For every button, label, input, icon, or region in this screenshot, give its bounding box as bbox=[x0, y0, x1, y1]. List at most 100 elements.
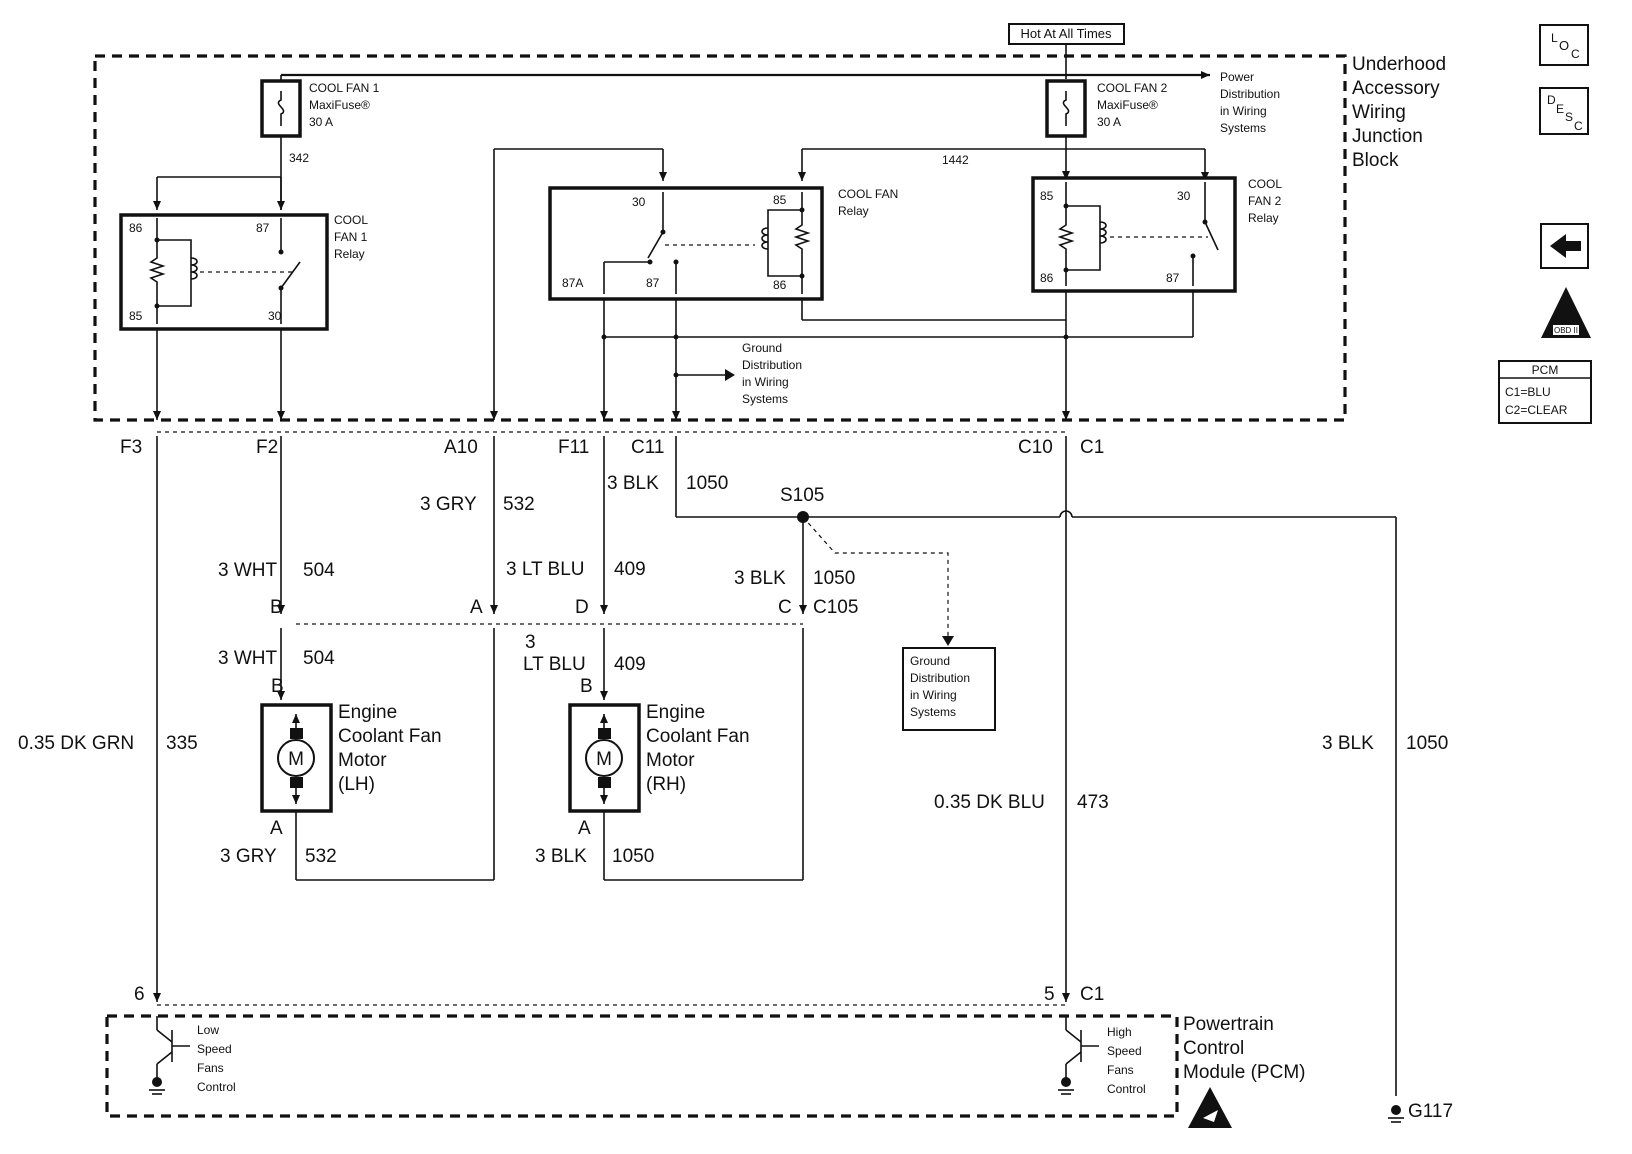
motor-lh-symbol-circle bbox=[277, 739, 315, 777]
svg-text:L: L bbox=[1551, 31, 1558, 45]
c105-pin-b: B bbox=[270, 597, 283, 618]
wire-gry-lower-circuit: 532 bbox=[305, 846, 337, 867]
relay-2-pin-30: 30 bbox=[1177, 189, 1191, 203]
pcm-key-c1: C1=BLU bbox=[1505, 385, 1551, 399]
wire-wht-upper-circuit: 504 bbox=[303, 560, 335, 581]
pin-f3: F3 bbox=[120, 437, 142, 458]
wire-gry-upper-color: 3 GRY bbox=[420, 494, 477, 515]
relay-2-pin-87: 87 bbox=[1166, 271, 1180, 285]
motor-lh-pin-b: B bbox=[271, 676, 284, 697]
wire-wht-lower-color: 3 WHT bbox=[218, 648, 278, 669]
relay-1-pin-86: 86 bbox=[129, 221, 143, 235]
wire-blk-s105-circuit: 1050 bbox=[813, 568, 855, 589]
wire-blk-ground-circuit: 1050 bbox=[1406, 733, 1448, 754]
motor-lh-label: Engine Coolant Fan Motor (LH) bbox=[338, 702, 447, 795]
splice-s105-label: S105 bbox=[780, 485, 824, 506]
ground-distribution-label-lower: Ground Distribution in Wiring Systems bbox=[910, 654, 973, 719]
cool-fan-2-relay-label: COOL FAN 2 Relay bbox=[1248, 177, 1285, 225]
relay-2-pin-85: 85 bbox=[1040, 189, 1054, 203]
relay-pin-86: 86 bbox=[773, 278, 787, 292]
motor-lh-symbol: M bbox=[288, 749, 304, 770]
cool-fan-1-maxifuse bbox=[260, 79, 302, 138]
c105-label: C105 bbox=[813, 597, 858, 618]
pin-c11: C11 bbox=[631, 437, 664, 458]
back-arrow-icon[interactable] bbox=[1540, 223, 1589, 269]
relay-pin-87: 87 bbox=[646, 276, 660, 290]
ground-g117-label: G117 bbox=[1408, 1101, 1453, 1122]
esd-warning-icon bbox=[1188, 1087, 1232, 1128]
obd-ii-icon: OBD II bbox=[1541, 287, 1591, 338]
junction-block-label: Underhood Accessory Wiring Junction Bloc… bbox=[1352, 54, 1451, 171]
svg-text:D: D bbox=[1547, 93, 1556, 107]
cool-fan-relay bbox=[548, 186, 824, 301]
desc-icon[interactable]: D E S C bbox=[1539, 87, 1589, 135]
pin-a10: A10 bbox=[444, 437, 478, 458]
pin-f2: F2 bbox=[256, 437, 278, 458]
cool-fan-2-maxifuse bbox=[1045, 79, 1087, 138]
wire-ltblu-lower-gauge: 3 bbox=[525, 632, 536, 653]
pcm-pin-5: 5 bbox=[1044, 984, 1055, 1005]
wire-blk-lower-color: 3 BLK bbox=[535, 846, 587, 867]
pcm-outline bbox=[105, 1014, 1179, 1118]
wire-wht-lower-circuit: 504 bbox=[303, 648, 335, 669]
pin-f11: F11 bbox=[558, 437, 589, 458]
wire-dk-blu-color: 0.35 DK BLU bbox=[934, 792, 1045, 813]
relay-pin-30: 30 bbox=[632, 195, 646, 209]
pcm-pin-6: 6 bbox=[134, 984, 145, 1005]
cool-fan-relay-label: COOL FAN Relay bbox=[838, 187, 902, 218]
wire-blk-lower-circuit: 1050 bbox=[612, 846, 654, 867]
cool-fan-1-relay-label: COOL FAN 1 Relay bbox=[334, 213, 371, 261]
wire-gry-upper-circuit: 532 bbox=[503, 494, 535, 515]
wire-blk-upper-color: 3 BLK bbox=[607, 473, 659, 494]
svg-text:O: O bbox=[1559, 38, 1569, 53]
wire-gry-lower-color: 3 GRY bbox=[220, 846, 277, 867]
pcm-label: Powertrain Control Module (PCM) bbox=[1183, 1014, 1305, 1083]
motor-rh-pin-b: B bbox=[580, 676, 593, 697]
circuit-1442: 1442 bbox=[942, 153, 969, 167]
pcm-key-c2: C2=CLEAR bbox=[1505, 403, 1568, 417]
motor-rh-label: Engine Coolant Fan Motor (RH) bbox=[646, 702, 755, 795]
wire-ltblu-lower-color: LT BLU bbox=[523, 654, 586, 675]
wire-blk-s105-color: 3 BLK bbox=[734, 568, 786, 589]
relay-1-pin-87: 87 bbox=[256, 221, 270, 235]
power-distribution-label: Power Distribution in Wiring Systems bbox=[1220, 70, 1283, 135]
pin-c10: C10 bbox=[1018, 437, 1053, 458]
svg-text:E: E bbox=[1556, 102, 1564, 116]
wire-dk-grn-color: 0.35 DK GRN bbox=[18, 733, 134, 754]
wire-ltblu-upper-circuit: 409 bbox=[614, 559, 646, 580]
c105-pin-c: C bbox=[778, 597, 792, 618]
pcm-connector-c1: C1 bbox=[1080, 984, 1104, 1005]
wire-blk-upper-circuit: 1050 bbox=[686, 473, 728, 494]
relay-1-pin-85: 85 bbox=[129, 309, 143, 323]
relay-pin-85: 85 bbox=[773, 193, 787, 207]
svg-text:S: S bbox=[1565, 110, 1573, 124]
circuit-342: 342 bbox=[289, 151, 309, 165]
svg-text:C: C bbox=[1574, 119, 1583, 133]
motor-rh-symbol: M bbox=[596, 749, 612, 770]
motor-lh-pin-a: A bbox=[270, 818, 283, 839]
pcm-key-title: PCM bbox=[1532, 363, 1559, 377]
pin-c1: C1 bbox=[1080, 437, 1104, 458]
pcm-connector-key: PCM C1=BLU C2=CLEAR bbox=[1498, 360, 1592, 424]
wire-dk-grn-circuit: 335 bbox=[166, 733, 198, 754]
obd-ii-badge-text: OBD II bbox=[1554, 326, 1578, 335]
wire-blk-ground-color: 3 BLK bbox=[1322, 733, 1374, 754]
relay-2-pin-86: 86 bbox=[1040, 271, 1054, 285]
wire-ltblu-lower-circuit: 409 bbox=[614, 654, 646, 675]
wire-wht-upper-color: 3 WHT bbox=[218, 560, 278, 581]
high-speed-fans-control-label: High Speed Fans Control bbox=[1107, 1025, 1146, 1096]
relay-1-pin-30: 30 bbox=[268, 309, 282, 323]
motor-rh-symbol-circle bbox=[585, 739, 623, 777]
loc-icon[interactable]: L O C bbox=[1539, 24, 1589, 66]
motor-rh-pin-a: A bbox=[578, 818, 591, 839]
svg-text:C: C bbox=[1571, 47, 1580, 61]
low-speed-fans-control-label: Low Speed Fans Control bbox=[197, 1023, 236, 1094]
relay-pin-87a: 87A bbox=[562, 276, 583, 290]
ground-distribution-label-upper: Ground Distribution in Wiring Systems bbox=[742, 341, 805, 406]
junction-block-outline bbox=[93, 54, 1347, 422]
fuse-2-label: COOL FAN 2 MaxiFuse® 30 A bbox=[1097, 81, 1171, 129]
wire-ltblu-upper-color: 3 LT BLU bbox=[506, 559, 585, 580]
wire-dk-blu-circuit: 473 bbox=[1077, 792, 1109, 813]
hot-at-all-times-label: Hot At All Times bbox=[1020, 26, 1112, 41]
